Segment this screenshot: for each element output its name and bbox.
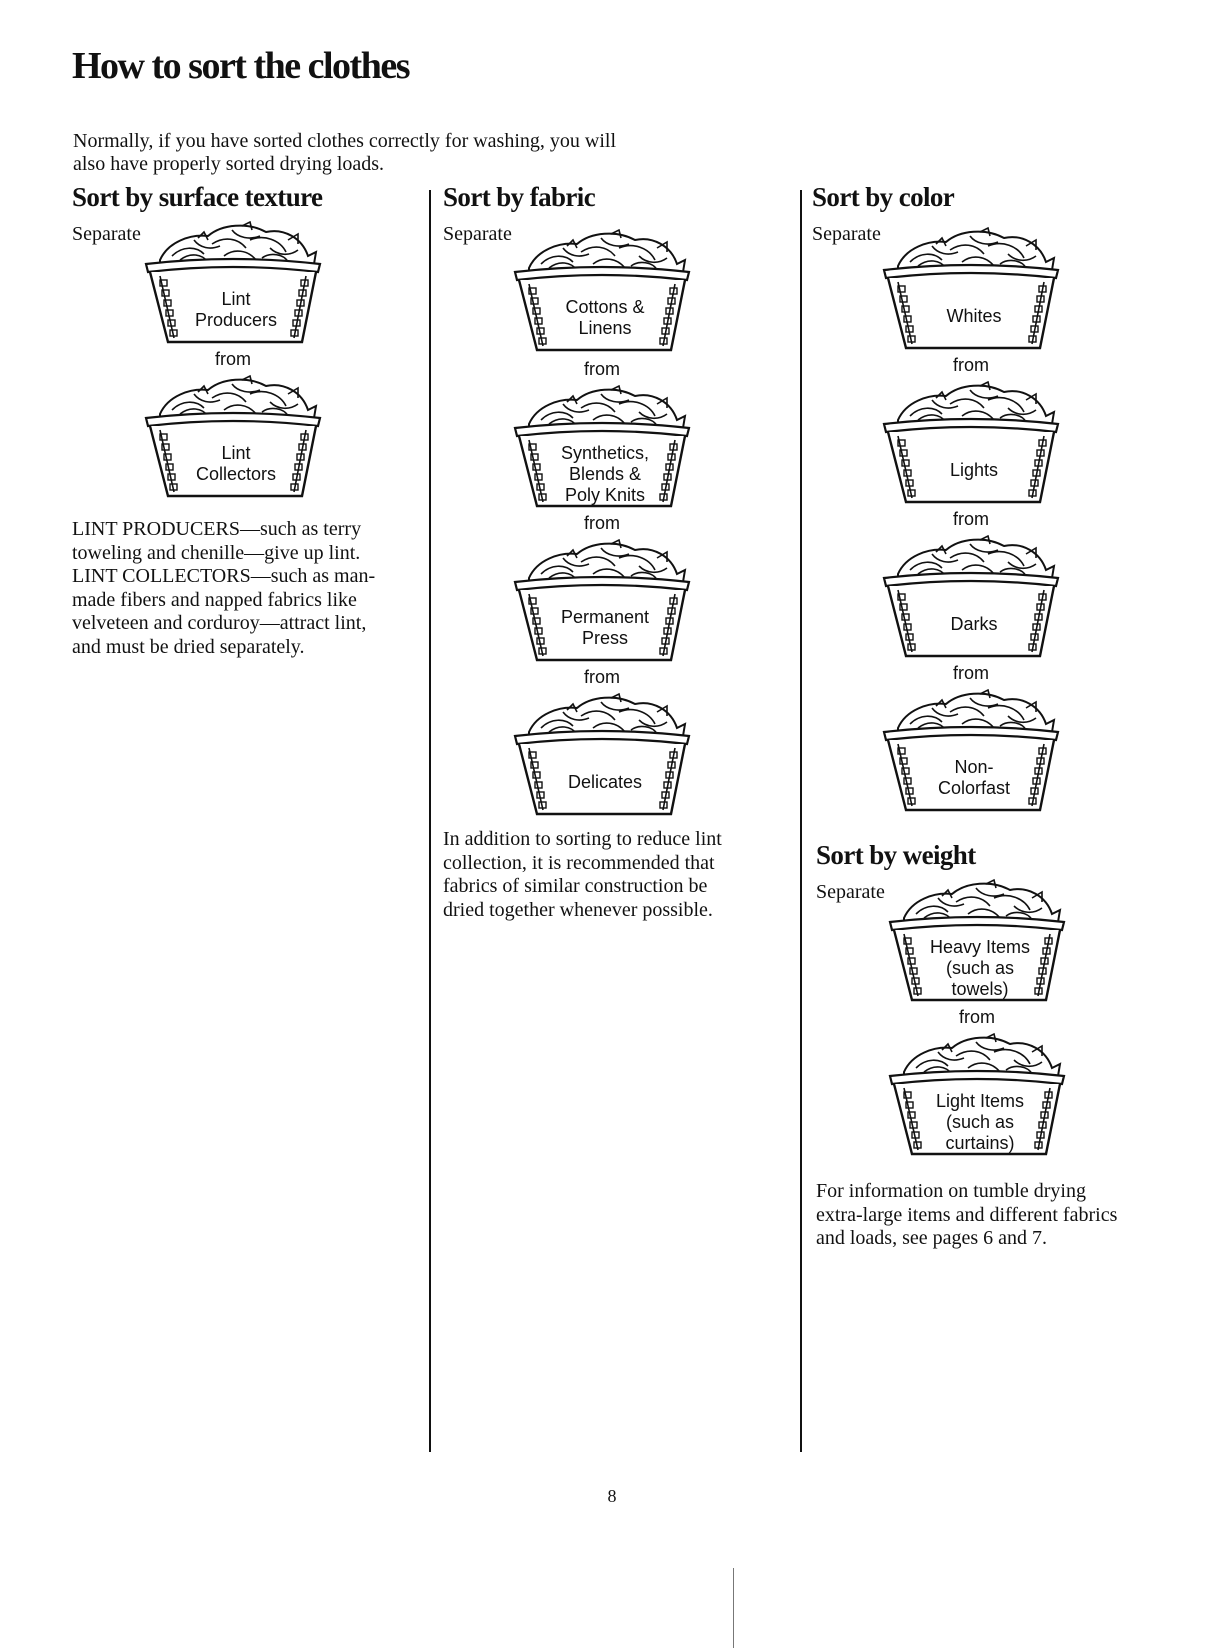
basket-non-colorfast: Non- Colorfast	[876, 684, 1066, 812]
page-number: 8	[607, 1486, 617, 1506]
from-label: from	[953, 663, 989, 683]
page-title: How to sort the clothes	[72, 45, 410, 87]
page-fold-line	[733, 1568, 734, 1648]
basket-heavy-items: Heavy Items (such as towels)	[882, 874, 1072, 1002]
basket-whites: Whites	[876, 222, 1066, 350]
from-label: from	[953, 509, 989, 529]
more-info-paragraph: For information on tumble drying extra-l…	[816, 1180, 1118, 1249]
basket-label: Light Items (such as curtains)	[935, 1090, 1025, 1153]
basket-lights: Lights	[876, 376, 1066, 504]
separate-label: Separate	[816, 881, 885, 903]
from-label: from	[584, 513, 620, 533]
fabric-heading: Sort by fabric	[443, 182, 596, 212]
fabric-section: Sort by fabric Separate Cottons & Linens…	[443, 180, 783, 922]
basket-label: Delicates	[567, 771, 643, 792]
separate-label: Separate	[443, 223, 512, 245]
basket-label: Cottons & Linens	[565, 297, 645, 338]
basket-label: Heavy Items (such as towels)	[929, 936, 1031, 999]
basket-label: Whites	[946, 305, 1002, 326]
from-label: from	[953, 355, 989, 375]
separate-label: Separate	[72, 223, 141, 245]
basket-darks: Darks	[876, 530, 1066, 658]
basket-lint-collectors: Lint Collectors	[138, 370, 328, 498]
weight-heading: Sort by weight	[816, 840, 976, 870]
lint-paragraph: LINT PRODUCERS—such as terry toweling an…	[72, 518, 376, 658]
column-divider	[800, 190, 802, 1452]
from-label: from	[584, 359, 620, 379]
color-heading: Sort by color	[812, 182, 955, 212]
basket-cottons-linens: Cottons & Linens	[507, 224, 697, 352]
basket-label: Darks	[950, 613, 998, 634]
intro-text: Normally, if you have sorted clothes cor…	[73, 130, 617, 175]
weight-section: Sort by weight Separate Heavy Items (suc…	[816, 838, 1172, 1251]
surface-texture-section: Sort by surface texture Separate Lint Pr…	[72, 180, 412, 659]
basket-label: Lint Producers	[194, 289, 278, 330]
column-divider	[429, 190, 431, 1452]
from-label: from	[215, 349, 251, 369]
separate-label: Separate	[812, 223, 881, 245]
basket-label: Permanent Press	[560, 607, 650, 648]
surface-texture-heading: Sort by surface texture	[72, 182, 323, 212]
basket-label: Lights	[949, 459, 999, 480]
from-label: from	[584, 667, 620, 687]
basket-lint-producers: Lint Producers	[138, 216, 328, 344]
basket-label: Lint Collectors	[195, 443, 277, 484]
basket-synthetics: Synthetics, Blends & Poly Knits	[507, 380, 697, 508]
basket-permanent-press: Permanent Press	[507, 534, 697, 662]
basket-label: Synthetics, Blends & Poly Knits	[560, 442, 650, 505]
color-section: Sort by color Separate Whites from Light…	[812, 180, 1172, 1251]
basket-light-items: Light Items (such as curtains)	[882, 1028, 1072, 1156]
from-label: from	[959, 1007, 995, 1027]
basket-delicates: Delicates	[507, 688, 697, 816]
basket-label: Non- Colorfast	[937, 757, 1011, 798]
construction-paragraph: In addition to sorting to reduce lint co…	[443, 828, 722, 921]
